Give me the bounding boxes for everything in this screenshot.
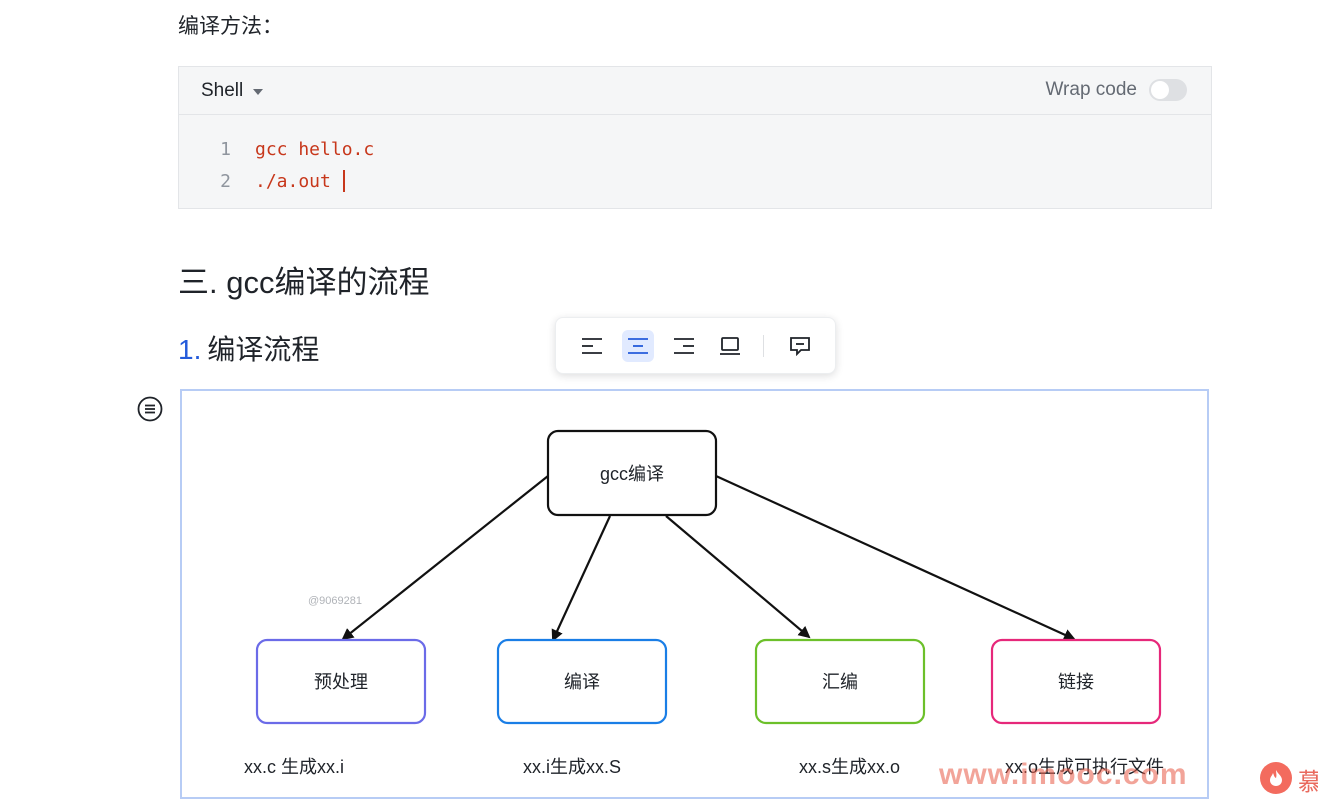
align-left-button[interactable]: [576, 330, 608, 362]
site-logo-text: 慕: [1298, 769, 1318, 796]
heading-number: 1.: [178, 334, 202, 365]
align-center-button[interactable]: [622, 330, 654, 362]
line-number: 2: [220, 170, 231, 192]
stage-label: 预处理: [314, 672, 368, 692]
comment-button[interactable]: [784, 330, 816, 362]
code-block[interactable]: Shell Wrap code 1 gcc hello.c 2 ./a.out: [178, 66, 1212, 209]
code-body[interactable]: 1 gcc hello.c 2 ./a.out: [179, 115, 1211, 197]
text-cursor: [342, 170, 345, 192]
code-text: ./a.out: [255, 170, 331, 192]
stage-label: 链接: [1058, 672, 1094, 692]
stage-label: 汇编: [822, 672, 858, 692]
arrow-to-stage-3: [665, 515, 811, 639]
image-align-toolbar: [555, 317, 836, 374]
stage-caption: xx.c 生成xx.i: [244, 757, 345, 777]
toggle-knob: [1151, 81, 1169, 99]
align-left-icon: [582, 338, 602, 354]
diagram-canvas: gcc编译 预处理 编译 汇编 链接: [255, 429, 1162, 725]
arrow-to-stage-4: [715, 474, 1076, 641]
root-label: gcc编译: [600, 464, 664, 484]
root-node: [546, 429, 718, 517]
heading-text: 编译流程: [207, 334, 320, 365]
image-caption-button[interactable]: [714, 330, 746, 362]
site-logo-icon: [1260, 762, 1292, 794]
line-number: 1: [220, 138, 231, 160]
stage-node: [754, 638, 926, 725]
flow-diagram[interactable]: gcc编译 预处理 编译 汇编 链接 @9069281 xx.c 生成xx.i …: [180, 389, 1209, 799]
stage-label: 编译: [564, 672, 600, 692]
arrow-to-stage-2: [551, 515, 611, 642]
align-right-icon: [674, 338, 694, 354]
wrap-code-label: Wrap code: [1045, 79, 1137, 100]
stage-caption: xx.o生成可执行文件: [1005, 757, 1165, 777]
stage-node: [255, 638, 427, 725]
diagram-watermark: @9069281: [308, 595, 362, 607]
block-handle-icon: [137, 396, 163, 422]
section-heading: 三. gcc编译的流程: [178, 265, 430, 300]
stage-caption: xx.i生成xx.S: [523, 757, 622, 777]
site-watermark: www.imooc.com: [939, 758, 1188, 791]
code-block-header: Shell Wrap code: [179, 67, 1211, 115]
flame-icon: [1270, 770, 1282, 786]
stage-node: [990, 638, 1162, 725]
align-right-button[interactable]: [668, 330, 700, 362]
align-center-icon: [628, 338, 648, 354]
image-caption-icon: [720, 337, 740, 355]
wrap-code-control: Wrap code: [1045, 79, 1187, 101]
intro-text: 编译方法：: [178, 15, 283, 38]
stage-caption: xx.s生成xx.o: [799, 757, 901, 777]
language-selector[interactable]: Shell: [201, 80, 264, 102]
code-line: 2 ./a.out: [179, 165, 1211, 197]
subsection-heading: 1.编译流程: [178, 328, 319, 368]
language-label: Shell: [201, 80, 244, 101]
chevron-down-icon: [253, 89, 264, 95]
wrap-code-toggle[interactable]: [1149, 79, 1187, 101]
code-text: gcc hello.c: [255, 138, 375, 160]
comment-icon: [790, 337, 810, 356]
arrow-to-stage-1: [341, 475, 549, 641]
block-menu-handle[interactable]: [137, 396, 163, 422]
toolbar-divider: [763, 335, 764, 357]
stage-node: [496, 638, 668, 725]
code-line: 1 gcc hello.c: [179, 133, 1211, 165]
